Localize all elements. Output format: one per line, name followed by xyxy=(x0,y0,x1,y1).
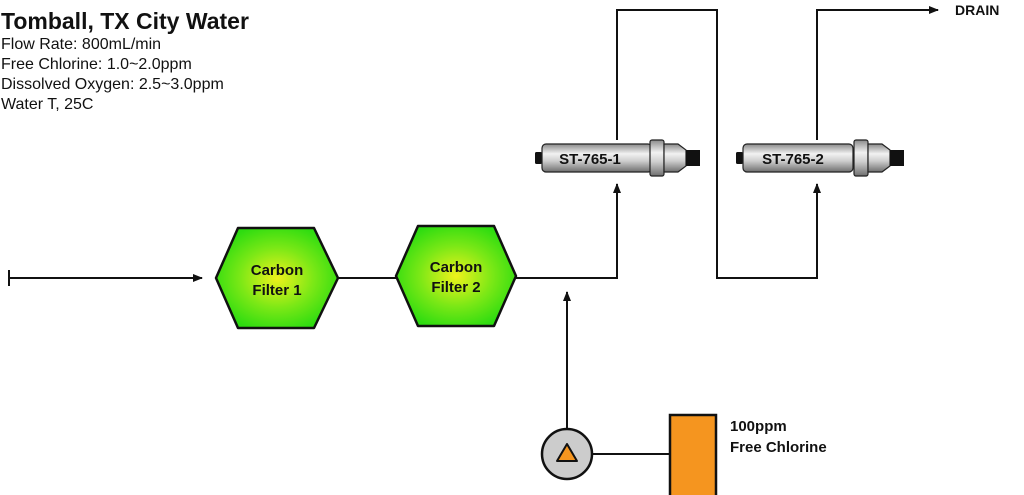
pipe-sensor1-to-sensor2 xyxy=(616,9,821,279)
filter-2-label-line2: Filter 2 xyxy=(431,279,480,296)
drain-label: DRAIN xyxy=(955,2,999,18)
filter-1-label-line1: Carbon xyxy=(251,262,304,279)
info-water-temp: Water T, 25C xyxy=(1,96,94,113)
pump-triangle-icon xyxy=(556,443,578,462)
filter-2-label-line1: Carbon xyxy=(430,259,483,276)
diagram-title: Tomball, TX City Water xyxy=(1,8,249,34)
carbon-filter-2: Carbon Filter 2 xyxy=(394,224,518,328)
pipe-filter2-to-sensor1 xyxy=(516,183,621,279)
chlorine-tank xyxy=(668,413,718,495)
water-info-panel: Tomball, TX City Water Flow Rate: 800mL/… xyxy=(1,8,249,115)
info-flow-rate: Flow Rate: 800mL/min xyxy=(1,36,162,53)
chlorine-pump xyxy=(540,427,594,481)
sensor-2-label: ST-765-2 xyxy=(762,151,824,168)
sensor-st-765-2: ST-765-2 xyxy=(736,139,904,177)
tank-label-line2: Free Chlorine xyxy=(730,439,827,456)
sensor-1-label: ST-765-1 xyxy=(559,151,621,168)
info-dissolved-oxygen: Dissolved Oxygen: 2.5~3.0ppm xyxy=(1,76,224,93)
filter-1-label-line2: Filter 1 xyxy=(252,282,301,299)
tank-label-line1: 100ppm xyxy=(730,418,787,435)
info-free-chlorine: Free Chlorine: 1.0~2.0ppm xyxy=(1,56,192,73)
carbon-filter-1: Carbon Filter 1 xyxy=(214,226,340,330)
pipe-to-drain xyxy=(816,6,939,140)
sensor-st-765-1: ST-765-1 xyxy=(535,139,700,177)
